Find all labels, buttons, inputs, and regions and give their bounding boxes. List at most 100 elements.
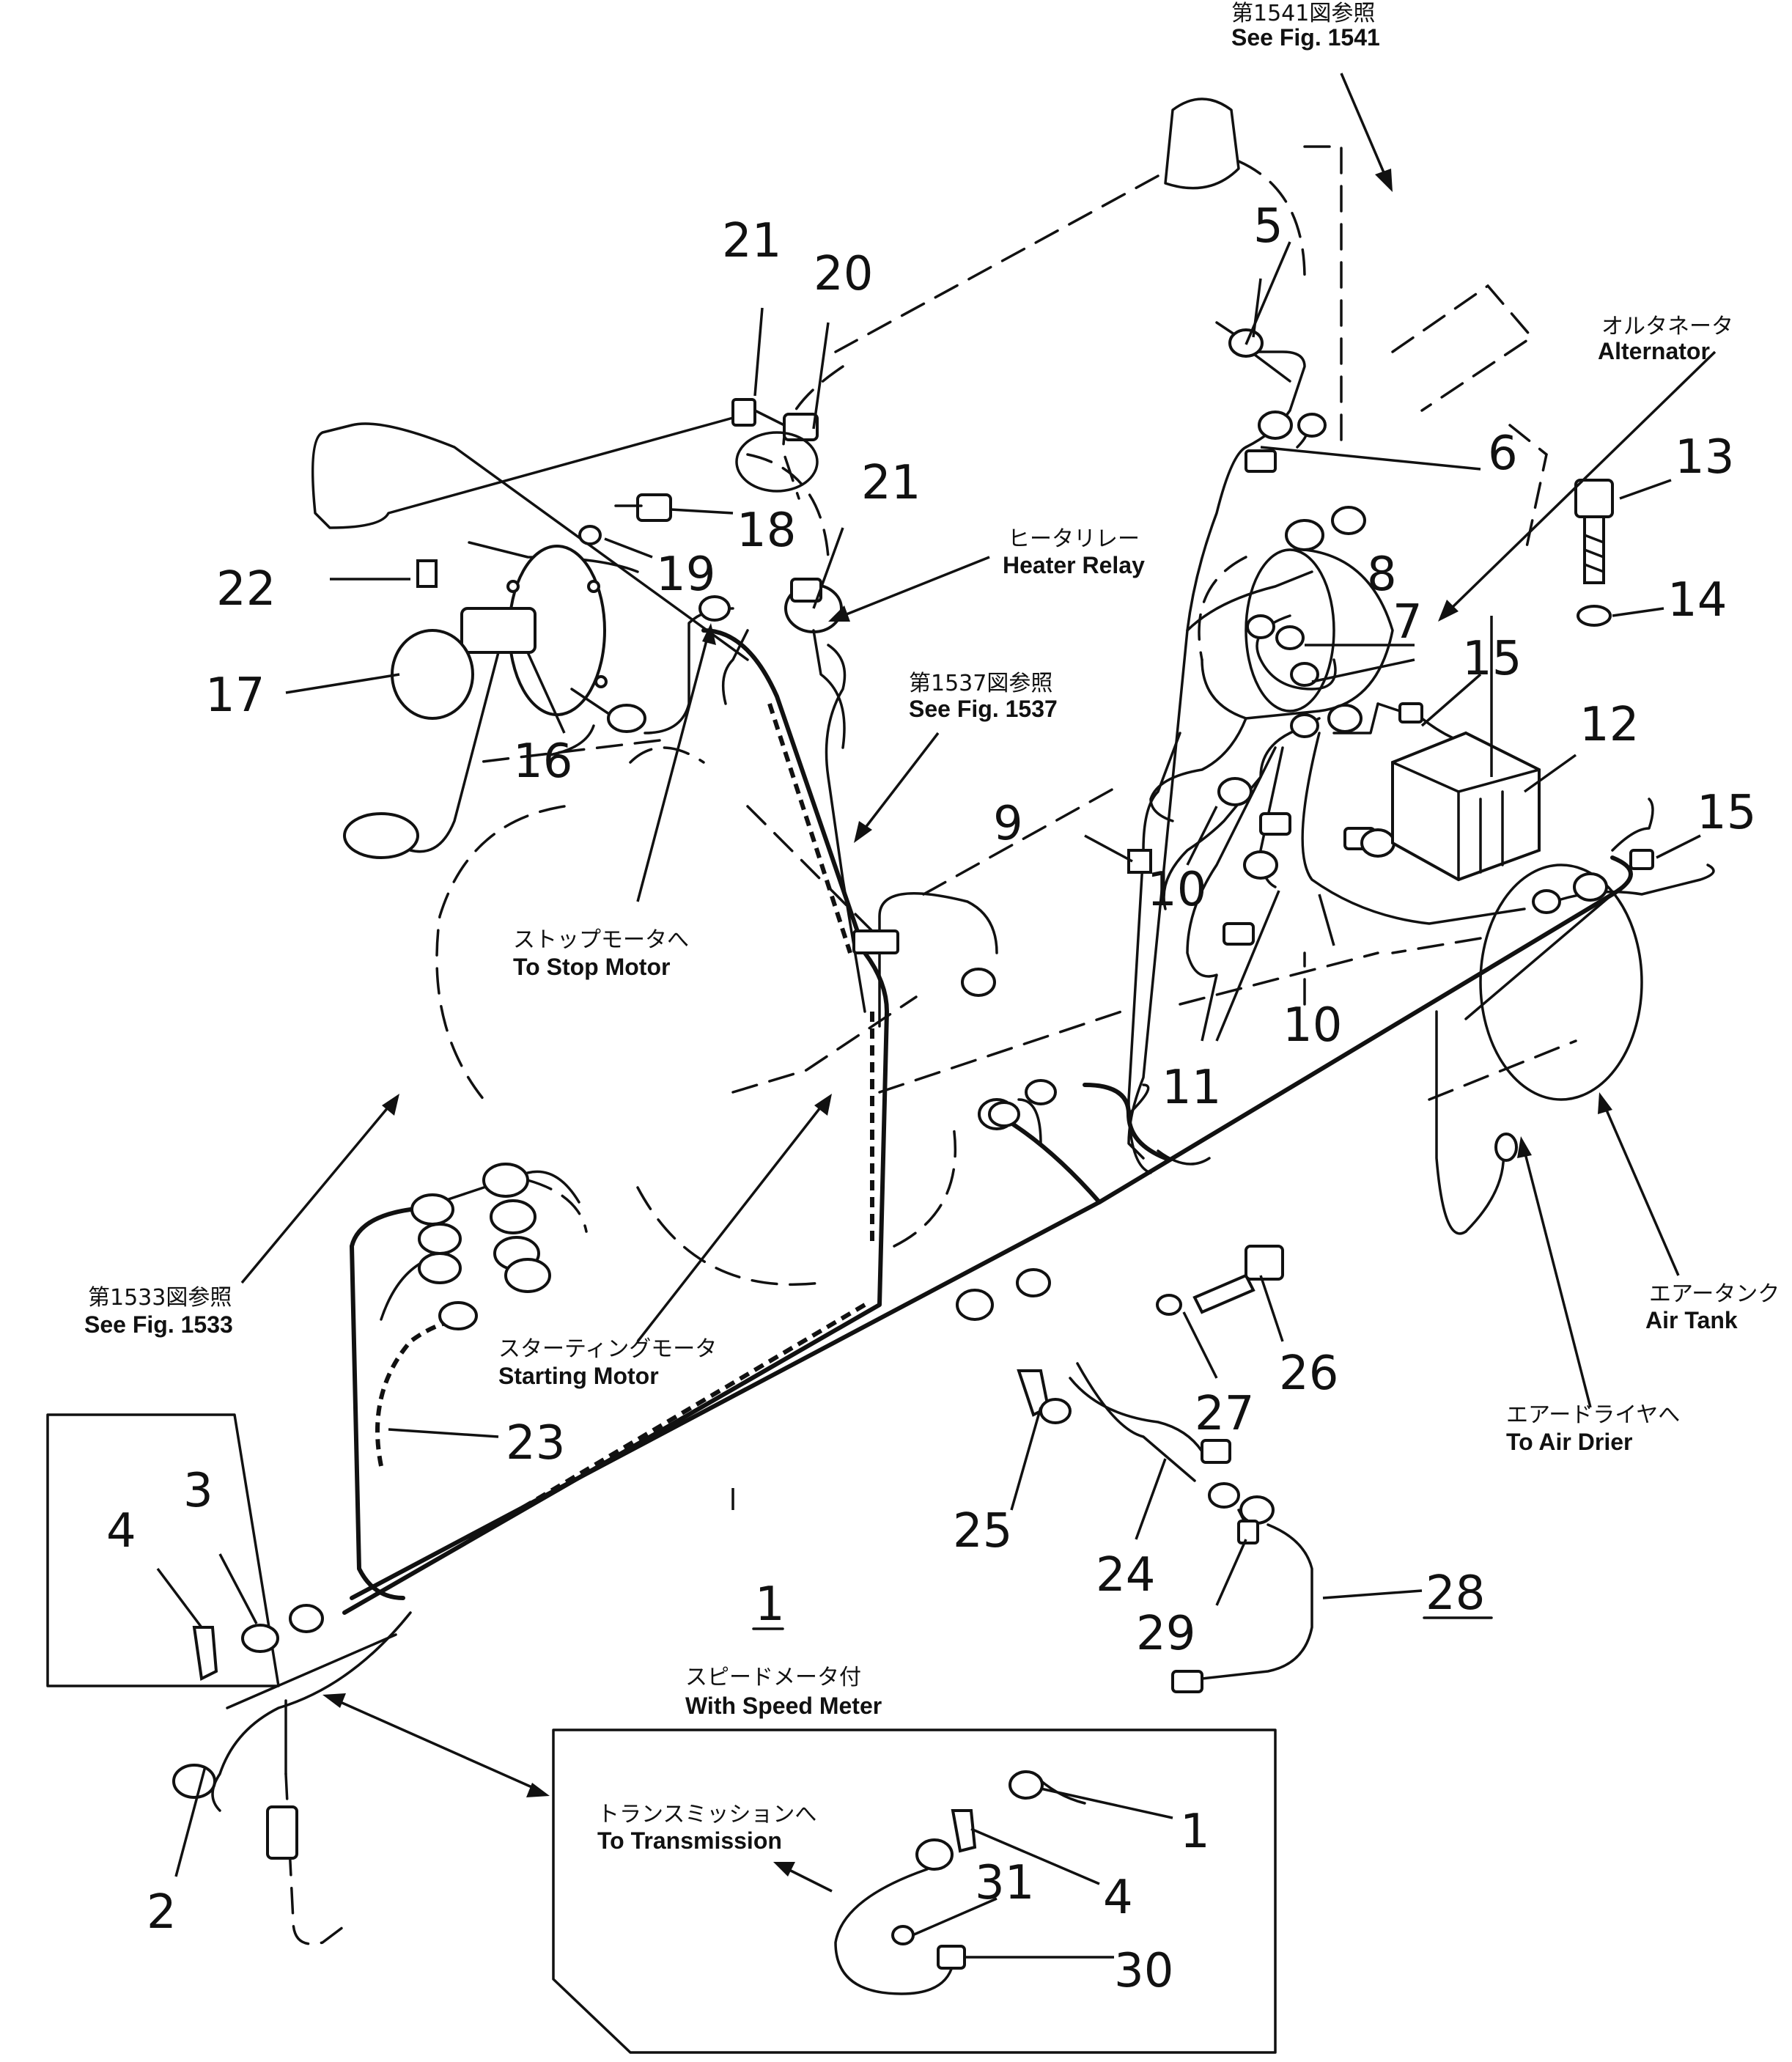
label-alternator-jp: オルタネータ xyxy=(1601,314,1733,339)
callout-11: 11 xyxy=(1162,1061,1221,1115)
label-transmission-jp: トランスミッションへ xyxy=(597,1802,816,1827)
label-stop-motor-en: To Stop Motor xyxy=(513,954,670,980)
part-19-washer xyxy=(578,525,602,545)
connector xyxy=(1025,1079,1057,1105)
connector-block xyxy=(852,929,899,954)
label-heater-relay-jp: ヒータリレー xyxy=(1008,526,1140,552)
callout-21: 21 xyxy=(722,214,781,268)
part-26-bolt xyxy=(1192,1273,1255,1314)
part-30-sensor xyxy=(937,1945,966,1970)
label-stop-motor-jp: ストップモータへ xyxy=(513,927,689,953)
callout-8: 8 xyxy=(1367,548,1397,602)
starting-motor-connectors xyxy=(410,1163,588,1330)
label-air-drier-jp: エアードライヤへ xyxy=(1506,1402,1680,1428)
label-air-tank-en: Air Tank xyxy=(1645,1307,1738,1333)
callout-28: 28 xyxy=(1426,1566,1485,1621)
part-16-sender xyxy=(343,545,646,859)
callout-27: 27 xyxy=(1195,1387,1254,1441)
parts-18-21 xyxy=(578,398,819,545)
part-15-clip xyxy=(1629,849,1654,870)
connector xyxy=(1016,1268,1051,1297)
connector xyxy=(1573,872,1608,902)
callout-22: 22 xyxy=(216,562,276,616)
part-14-washer xyxy=(1577,605,1612,627)
part-17-oring xyxy=(391,629,474,720)
label-speed-meter-jp: スピードメータ付 xyxy=(685,1665,861,1690)
callout-18: 18 xyxy=(737,504,796,558)
reference-labels: 第1541図参照 See Fig. 1541 オルタネータ Alternator… xyxy=(84,1,1780,1854)
callout-21: 21 xyxy=(861,456,921,510)
connector xyxy=(988,1101,1020,1127)
connector xyxy=(1039,1398,1072,1424)
label-transmission-en: To Transmission xyxy=(597,1827,782,1854)
callout-inset-1: 1 xyxy=(1180,1805,1210,1859)
callout-10: 10 xyxy=(1147,863,1206,917)
callout-9: 9 xyxy=(993,797,1023,851)
connector xyxy=(956,1289,994,1321)
callout-30: 30 xyxy=(1114,1944,1173,1998)
part-4-clip xyxy=(192,1626,218,1682)
part-20-sensor xyxy=(783,413,819,441)
leader-lines xyxy=(156,73,1717,1959)
connector xyxy=(961,968,996,997)
label-starting-motor-jp: スターティングモータ xyxy=(498,1336,717,1362)
part-12-relay-box xyxy=(1391,731,1541,882)
callout-25: 25 xyxy=(953,1504,1012,1558)
connector xyxy=(1494,1133,1518,1162)
connector xyxy=(1009,1770,1044,1800)
callout-29: 29 xyxy=(1136,1607,1195,1661)
callout-4: 4 xyxy=(106,1504,136,1558)
callout-14: 14 xyxy=(1667,573,1727,627)
callout-24: 24 xyxy=(1096,1548,1155,1602)
harness-branch-2 xyxy=(172,1611,412,1945)
harness-23 xyxy=(350,1170,580,1600)
label-fig1537-jp: 第1537図参照 xyxy=(909,671,1052,696)
callout-19: 19 xyxy=(656,548,715,602)
label-fig1541-jp: 第1541図参照 xyxy=(1231,1,1375,26)
connector xyxy=(698,595,731,622)
inset-box-left xyxy=(46,1413,280,1687)
callout-15: 15 xyxy=(1697,786,1756,840)
part-9-clip xyxy=(1127,849,1152,874)
part-13-bolt xyxy=(1574,479,1614,584)
label-air-tank-jp: エアータンク xyxy=(1649,1281,1780,1307)
label-fig1533-jp: 第1533図参照 xyxy=(88,1285,232,1311)
connector xyxy=(1532,889,1561,914)
parts-10-11-connectors xyxy=(1217,704,1395,946)
label-starting-motor-en: Starting Motor xyxy=(498,1363,659,1389)
connector-transmission xyxy=(266,1805,298,1860)
label-air-drier-en: To Air Drier xyxy=(1506,1429,1632,1455)
part-31-washer xyxy=(891,1925,915,1945)
callout-13: 13 xyxy=(1675,430,1734,485)
connector xyxy=(1201,1439,1231,1464)
label-alternator-en: Alternator xyxy=(1598,338,1710,364)
part-18-switch xyxy=(636,493,672,522)
part-6-clip xyxy=(1245,410,1366,551)
connector xyxy=(1239,1495,1275,1525)
label-speed-meter-en: With Speed Meter xyxy=(685,1693,882,1719)
callout-10: 10 xyxy=(1283,998,1342,1053)
parts-24-29 xyxy=(1017,1245,1313,1693)
callout-5: 5 xyxy=(1253,199,1283,254)
part-4-clip xyxy=(951,1809,977,1853)
connector xyxy=(915,1838,954,1871)
part-15-clip xyxy=(1398,702,1423,723)
callout-2: 2 xyxy=(147,1885,177,1940)
callout-17: 17 xyxy=(205,669,265,723)
part-28-sensor xyxy=(1171,1670,1203,1693)
callout-16: 16 xyxy=(513,734,572,789)
callout-12: 12 xyxy=(1579,698,1639,752)
connector xyxy=(1208,1482,1240,1509)
label-fig1533-en: See Fig. 1533 xyxy=(84,1311,233,1338)
part-27-washer xyxy=(1156,1294,1182,1316)
callout-numbers: 1 2 3 4 5 6 7 8 9 10 10 11 12 13 14 15 1… xyxy=(106,199,1756,1998)
inset-box-speed-meter xyxy=(552,1728,1277,2054)
callout-15: 15 xyxy=(1462,632,1522,686)
alternator-outline xyxy=(1198,548,1394,720)
air-tank-outline xyxy=(1391,864,1643,1101)
callout-inset-4: 4 xyxy=(1103,1871,1133,1925)
part-26-bolt-head xyxy=(1245,1245,1284,1281)
callout-1: 1 xyxy=(755,1577,785,1632)
connector xyxy=(289,1604,324,1633)
